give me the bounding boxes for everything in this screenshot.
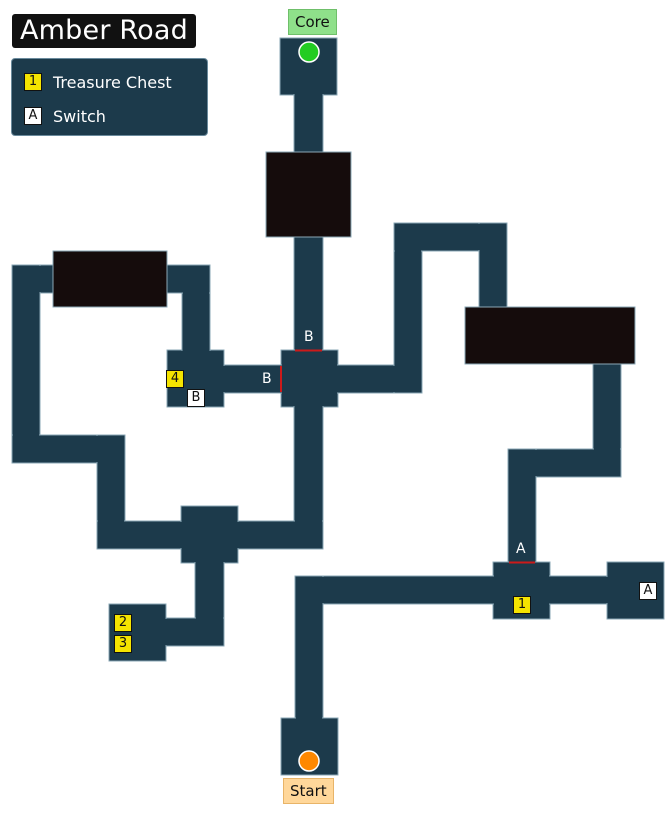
corridor-fill [296, 577, 322, 720]
legend-switch-label: Switch [53, 106, 106, 126]
core-marker-icon [298, 41, 320, 63]
corridor-fill [98, 522, 196, 548]
gate-b-top-label: B [304, 329, 314, 345]
corridor-fill [296, 577, 494, 603]
chest-3-marker: 3 [114, 635, 132, 653]
core-label: Core [288, 9, 337, 35]
legend-chest-label: Treasure Chest [53, 72, 172, 92]
corridor-fill [223, 366, 282, 392]
corridor-fill [161, 619, 223, 645]
corridor-fill [166, 266, 209, 292]
gate-b-left-label: B [262, 371, 272, 387]
corridor-fill [223, 522, 322, 548]
corridor-fill-layer [13, 39, 663, 774]
start-marker-icon [298, 750, 320, 772]
legend-switch-icon: A [24, 107, 42, 125]
corridor-fill [480, 224, 506, 312]
corridor-fill [182, 507, 237, 562]
legend-chest-icon: 1 [24, 73, 42, 91]
corridor-network [11, 37, 665, 776]
switch-b-marker: B [187, 389, 205, 407]
blocked-rooms [52, 151, 636, 365]
chest-1-marker: 1 [513, 596, 531, 614]
chest-4-marker: 4 [166, 370, 184, 388]
corridor-fill [295, 233, 322, 351]
legend-row-switch: A Switch [24, 106, 106, 126]
corridor-fill [13, 266, 39, 462]
corridor-fill [395, 224, 421, 392]
start-label: Start [283, 778, 334, 804]
blocked-room-top [265, 151, 352, 238]
corridor-fill [295, 93, 322, 155]
switch-a-marker: A [639, 582, 657, 600]
corridor-fill [549, 577, 608, 603]
legend: 1 Treasure Chest A Switch [11, 58, 208, 136]
corridor-fill [509, 450, 535, 563]
blocked-room-right [464, 306, 636, 365]
chest-2-marker: 2 [114, 614, 132, 632]
legend-row-chest: 1 Treasure Chest [24, 72, 172, 92]
gate-lines [280, 349, 535, 564]
blocked-room-left [52, 250, 168, 308]
corridor-fill [282, 351, 337, 406]
map-title: Amber Road [12, 14, 196, 48]
gate-a-label: A [516, 541, 526, 557]
